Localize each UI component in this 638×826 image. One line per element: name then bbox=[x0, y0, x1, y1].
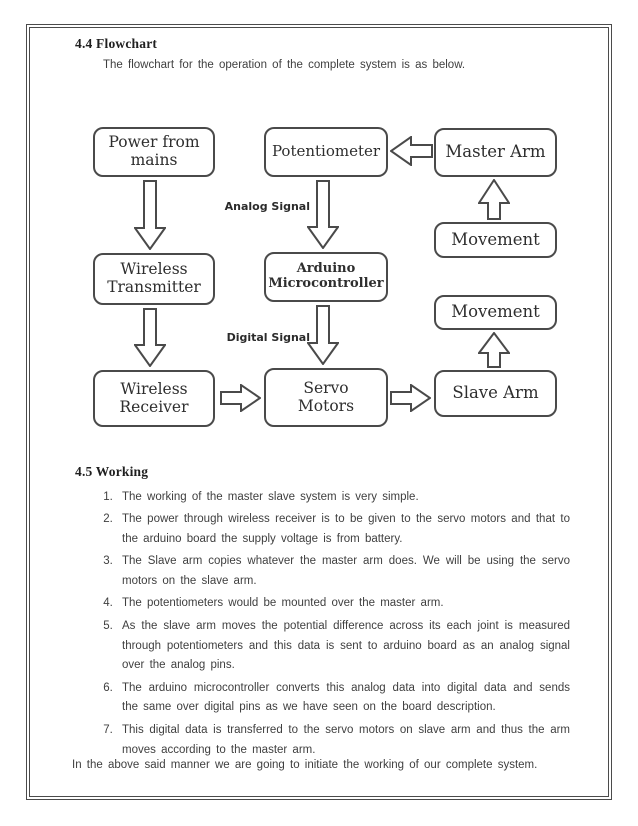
section-4-5-heading: 4.5 Working bbox=[75, 464, 149, 479]
digital-signal-label: Digital Signal bbox=[226, 331, 310, 344]
analog-signal-label: Analog Signal bbox=[224, 200, 310, 213]
arrow-power-to-wireless-transmitter bbox=[134, 180, 166, 250]
closing-paragraph: In the above said manner we are going to… bbox=[72, 759, 538, 771]
working-item-4: The potentiometers would be mounted over… bbox=[118, 594, 570, 614]
page-border: 4.4 Flowchart The flowchart for the oper… bbox=[26, 24, 612, 800]
node-movement-top: Movement bbox=[434, 222, 557, 258]
working-item-2: The power through wireless receiver is t… bbox=[118, 510, 570, 550]
arrow-slave-arm-to-movement bbox=[478, 332, 510, 368]
node-slave-arm: Slave Arm bbox=[434, 370, 557, 417]
node-wireless-receiver: Wireless Receiver bbox=[93, 370, 215, 427]
working-item-3: The Slave arm copies whatever the master… bbox=[118, 552, 570, 592]
node-power-from-mains: Power from mains bbox=[93, 127, 215, 177]
working-item-1: The working of the master slave system i… bbox=[118, 488, 570, 508]
node-servo-motors: Servo Motors bbox=[264, 368, 388, 427]
working-item-5: As the slave arm moves the potential dif… bbox=[118, 617, 570, 676]
node-arduino-microcontroller: Arduino Microcontroller bbox=[264, 252, 388, 302]
arrow-receiver-to-servo-motors bbox=[220, 384, 261, 412]
node-movement-bottom: Movement bbox=[434, 295, 557, 330]
flowchart-intro: The flowchart for the operation of the c… bbox=[103, 59, 466, 71]
node-potentiometer: Potentiometer bbox=[264, 127, 388, 177]
working-list: The working of the master slave system i… bbox=[30, 488, 570, 763]
working-item-7: This digital data is transferred to the … bbox=[118, 721, 570, 761]
arrow-transmitter-to-receiver bbox=[134, 308, 166, 367]
node-wireless-transmitter: Wireless Transmitter bbox=[93, 253, 215, 305]
section-4-4-heading: 4.4 Flowchart bbox=[75, 36, 158, 51]
arrow-movement-to-master-arm bbox=[478, 179, 510, 220]
arrow-servo-motors-to-slave-arm bbox=[390, 384, 431, 412]
node-master-arm: Master Arm bbox=[434, 128, 557, 177]
arrow-arduino-to-servo-motors bbox=[307, 305, 339, 365]
working-item-6: The arduino microcontroller converts thi… bbox=[118, 679, 570, 719]
arrow-master-arm-to-potentiometer bbox=[390, 136, 433, 166]
arrow-potentiometer-to-arduino bbox=[307, 180, 339, 249]
